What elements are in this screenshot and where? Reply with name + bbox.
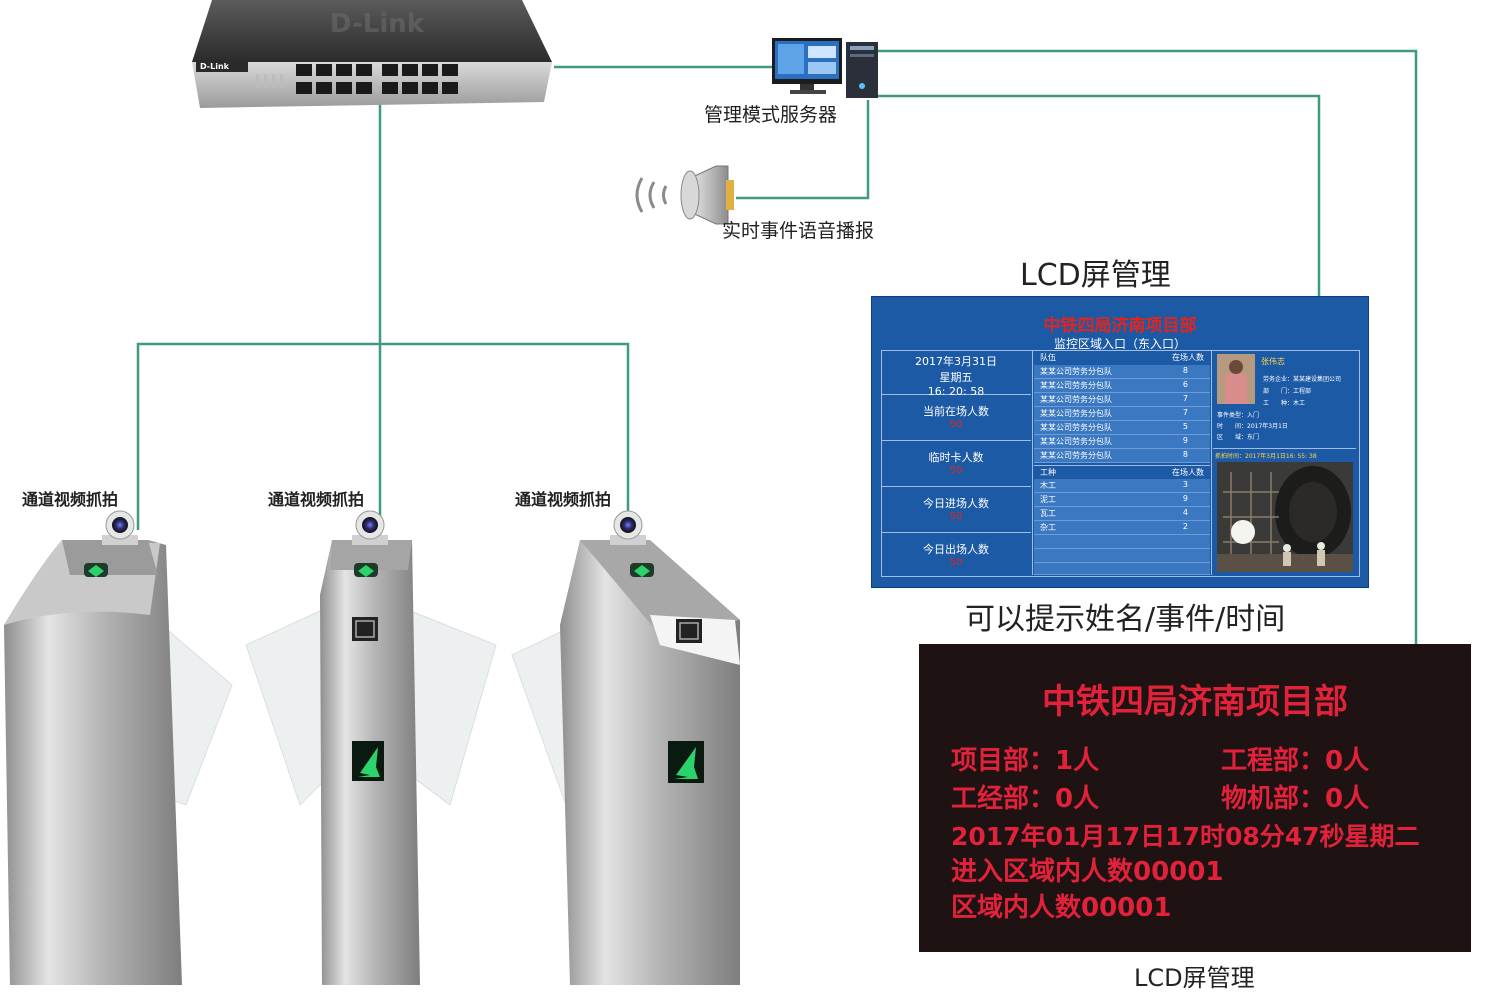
- blue-lcd-person-panel: 张伟志 劳务企业：某某建设集团公司 部 门：工程部 工 种：木工 事件类型：入门…: [1211, 350, 1358, 575]
- date-text: 2017年3月31日: [915, 355, 997, 368]
- blue-lcd-screen: 中铁四局济南项目部 监控区域入口（东入口） 2017年3月31日 星期五 16:…: [871, 296, 1369, 588]
- person-name: 张伟志: [1261, 357, 1285, 366]
- black-lcd-title: 中铁四局济南项目部: [1042, 682, 1348, 722]
- stat-cell: 今日出场人数 50: [881, 533, 1031, 575]
- person-photo: [1217, 354, 1255, 404]
- switch-brand: D-Link: [200, 62, 230, 71]
- blue-lcd-subtitle: 监控区域入口（东入口）: [1053, 337, 1186, 351]
- stat-value: 50: [949, 465, 963, 476]
- stat-label: 临时卡人数: [928, 451, 984, 464]
- turnstile-3: [511, 540, 740, 985]
- blue-lcd-frame: [881, 350, 1360, 577]
- capture-time: 抓拍时间：2017年3月1日16: 55: 38: [1215, 453, 1317, 460]
- person-trade: 工 种：木工: [1263, 400, 1306, 407]
- trade-row-empty: [1034, 535, 1210, 549]
- camera-3-icon: [610, 510, 646, 545]
- inside-count: 区域内人数00001: [951, 893, 1172, 923]
- turnstile-2: [245, 540, 497, 985]
- dept-count-1: 项目部：1人: [951, 746, 1100, 776]
- wire-branch: [136, 342, 630, 530]
- stat-cell: 临时卡人数 50: [881, 441, 1031, 487]
- camera-2-icon: [352, 510, 388, 545]
- turnstile-gates: [4, 510, 740, 985]
- wire-server-blue-lcd: [876, 94, 1321, 296]
- dept-count-4: 物机部：0人: [1221, 784, 1370, 814]
- event-area: 区 域：东门: [1217, 434, 1260, 441]
- server-label: 管理模式服务器: [704, 104, 838, 126]
- black-lcd-caption: LCD屏管理: [1134, 964, 1255, 992]
- weekday-text: 星期五: [939, 371, 973, 384]
- stat-label: 今日出场人数: [923, 543, 989, 556]
- trade-row-empty: [1034, 549, 1210, 563]
- entered-count: 进入区域内人数00001: [951, 857, 1224, 887]
- svg-text:D-Link: D-Link: [330, 9, 425, 39]
- stat-value: 50: [949, 511, 963, 522]
- datetime-line: 2017年01月17日17时08分47秒星期二: [951, 822, 1420, 851]
- speaker-label: 实时事件语音播报: [722, 220, 875, 242]
- trade-row-empty: [1034, 563, 1210, 575]
- camera-label-3: 通道视频抓拍: [515, 490, 612, 509]
- dept-count-2: 工程部：0人: [1221, 746, 1370, 776]
- capture-photo: [1217, 462, 1353, 572]
- stat-cell: 今日进场人数 50: [881, 487, 1031, 533]
- stat-label: 当前在场人数: [923, 405, 989, 418]
- black-lcd-screen: 中铁四局济南项目部 项目部：1人 工程部：0人 工经部：0人 物机部：0人 20…: [919, 644, 1471, 952]
- wire-server-speaker: [736, 100, 870, 200]
- date-cell: 2017年3月31日 星期五 16: 20: 58: [881, 350, 1031, 398]
- dept-count-3: 工经部：0人: [951, 784, 1100, 814]
- blue-lcd-title: 中铁四局济南项目部: [1043, 316, 1197, 336]
- stat-value: 50: [949, 557, 963, 568]
- time-text: 16: 20: 58: [927, 385, 985, 398]
- turnstile-1: [4, 540, 233, 985]
- stat-label: 今日进场人数: [923, 497, 989, 510]
- team-header: 队伍在场人数: [1040, 353, 1204, 362]
- event-time: 时 间：2017年3月1日: [1217, 423, 1288, 430]
- camera-label-2: 通道视频抓拍: [268, 490, 365, 509]
- stat-value: 50: [949, 419, 963, 430]
- blue-lcd-stats: 2017年3月31日 星期五 16: 20: 58 当前在场人数 50 临时卡人…: [881, 350, 1031, 575]
- trade-header: 工种在场人数: [1034, 465, 1210, 479]
- event-type: 事件类型：入门: [1217, 412, 1260, 419]
- person-company: 劳务企业：某某建设集团公司: [1263, 376, 1342, 383]
- server-computer-icon: [772, 38, 878, 98]
- speaker-icon: [635, 165, 734, 225]
- network-switch-icon: D-Link D-Link: [192, 0, 552, 108]
- camera-label-1: 通道视频抓拍: [22, 490, 119, 509]
- blue-lcd-caption: LCD屏管理: [1020, 258, 1171, 293]
- person-dept: 部 门：工程部: [1263, 388, 1312, 395]
- wire-server-far-right: [876, 49, 1418, 644]
- blue-lcd-bottom-caption: 可以提示姓名/事件/时间: [965, 602, 1286, 637]
- stat-cell: 当前在场人数 50: [881, 395, 1031, 441]
- camera-1-icon: [102, 510, 138, 545]
